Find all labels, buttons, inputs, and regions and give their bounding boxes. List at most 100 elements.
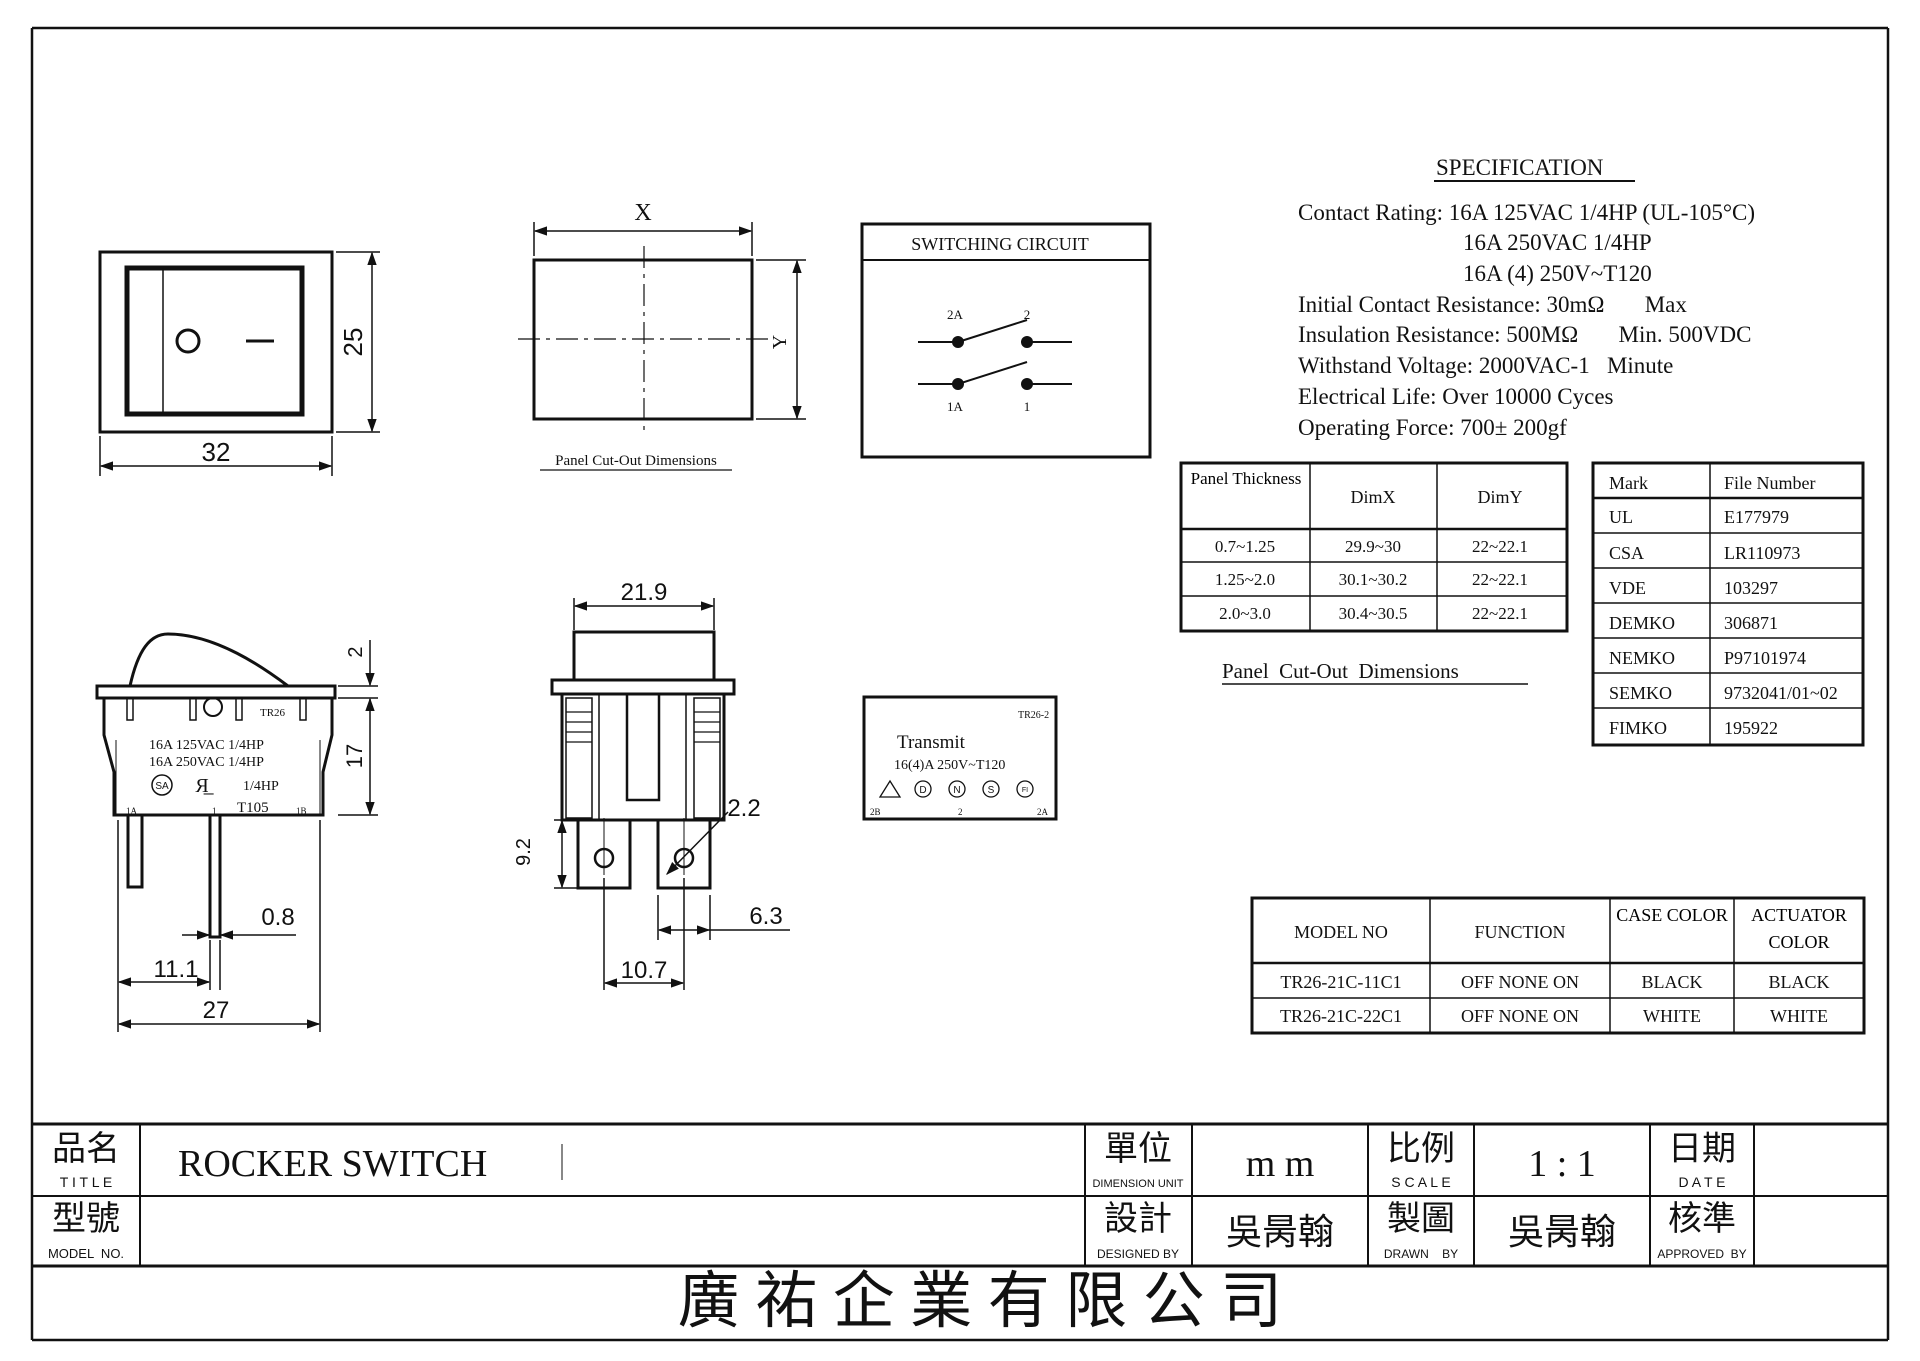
cutout-label-y: Y	[769, 335, 791, 349]
model-table: MODEL NO FUNCTION CASE COLOR ACTUATOR CO…	[1250, 896, 1866, 1035]
specification-block: SPECIFICATION Contact Rating: 16A 125VAC…	[1298, 155, 1755, 440]
model-header-case-color: CASE COLOR	[1616, 905, 1728, 925]
cutout-cell: 29.9~30	[1345, 537, 1401, 556]
cutout-table: Panel Thickness DimX DimY 0.7~1.25 29.9~…	[1179, 461, 1569, 685]
switching-circuit: SWITCHING CIRCUIT 2A 2 1A 1	[860, 222, 1152, 459]
spec-line-3: 16A (4) 250V~T120	[1463, 261, 1652, 286]
side-term-1b: 1B	[296, 806, 307, 816]
spec-line-2: 16A 250VAC 1/4HP	[1463, 230, 1652, 255]
n-mark-icon	[948, 780, 966, 798]
spec-line-1: Contact Rating: 16A 125VAC 1/4HP (UL-105…	[1298, 200, 1755, 225]
label-view: TR26-2 Transmit 16(4)A 250V~T120 D N S F…	[862, 695, 1058, 821]
spec-line-5: Insulation Resistance: 500MΩ Min. 500VDC	[1298, 322, 1751, 347]
date-label-en: D A T E	[1679, 1174, 1726, 1190]
approval-cell: FIMKO	[1609, 718, 1667, 738]
off-symbol-icon	[175, 328, 201, 354]
model-cell: BLACK	[1641, 972, 1702, 992]
terminal-pin-icon	[126, 813, 144, 889]
ul-logo-icon: Я̲	[195, 775, 214, 797]
circuit-terminal-1a: 1A	[947, 399, 964, 414]
warning-triangle-icon	[878, 779, 902, 798]
model-cell: OFF NONE ON	[1461, 1006, 1579, 1026]
company-name: 廣 祐 企 業 有 限 公 司	[678, 1268, 1283, 1336]
model-header-actuator-color: ACTUATOR COLOR	[1751, 905, 1847, 952]
label-mark-s: S	[988, 785, 995, 796]
approval-table: Mark File Number UL E177979 CSA LR110973…	[1591, 461, 1865, 747]
label-term-2: 2	[958, 807, 963, 817]
cutout-cell: 30.4~30.5	[1339, 604, 1408, 623]
cutout-header-dimy: DimY	[1478, 487, 1523, 507]
unit-label-cn: 單位	[1104, 1130, 1172, 1168]
cutout-cell: 22~22.1	[1472, 604, 1528, 623]
model-label-en: MODEL NO.	[48, 1246, 124, 1261]
dim-body-height: 17	[342, 744, 367, 768]
cutout-table-caption: Panel Cut-Out Dimensions	[1222, 659, 1459, 683]
scale-label-en: S C A L E	[1391, 1174, 1450, 1190]
drawn-label-en: DRAWN BY	[1384, 1247, 1458, 1261]
model-cell: WHITE	[1770, 1006, 1828, 1026]
dim-pin-width: 0.8	[261, 904, 294, 931]
dim-front-width: 32	[202, 437, 231, 467]
side-term-1: 1	[212, 806, 217, 816]
approved-label-cn: 核準	[1668, 1200, 1736, 1238]
spec-line-4: Initial Contact Resistance: 30mΩ Max	[1298, 292, 1687, 317]
spec-line-6: Withstand Voltage: 2000VAC-1 Minute	[1298, 353, 1673, 378]
side-t-mark: T105	[237, 800, 269, 816]
unit-label-en: DIMENSION UNIT	[1092, 1178, 1183, 1190]
model-label-cn: 型號	[52, 1200, 120, 1238]
approval-cell: 9732041/01~02	[1724, 683, 1838, 703]
label-model-mark: TR26-2	[1018, 710, 1049, 721]
dim-hole-dia: 2.2	[727, 795, 760, 822]
cutout-cell: 1.25~2.0	[1215, 570, 1275, 589]
dim-front-height: 25	[338, 328, 368, 357]
spec-line-8: Operating Force: 700± 200gf	[1298, 415, 1567, 440]
approval-header-mark: Mark	[1609, 473, 1648, 493]
approval-cell: DEMKO	[1609, 613, 1675, 633]
dim-pin-offset: 11.1	[154, 956, 199, 983]
model-cell: BLACK	[1768, 972, 1829, 992]
side-rating-1: 16A 125VAC 1/4HP	[149, 738, 264, 753]
scale-value: 1 : 1	[1528, 1143, 1596, 1185]
approved-label-en: APPROVED BY	[1657, 1247, 1746, 1261]
cutout-cell: 2.0~3.0	[1219, 604, 1271, 623]
approval-cell: E177979	[1724, 507, 1789, 527]
label-term-2a: 2A	[1037, 807, 1049, 817]
approval-cell: 195922	[1724, 718, 1778, 738]
spec-line-7: Electrical Life: Over 10000 Cyces	[1298, 384, 1614, 409]
title-label-en: T I T L E	[60, 1174, 112, 1190]
approval-cell: UL	[1609, 507, 1633, 527]
dim-top-thickness: 2	[345, 646, 367, 657]
approval-cell: 103297	[1724, 578, 1778, 598]
dim-side-length: 27	[203, 997, 230, 1024]
contact-blade-icon	[957, 319, 1028, 343]
title-value: ROCKER SWITCH	[178, 1143, 487, 1185]
model-cell: TR26-21C-11C1	[1280, 972, 1401, 992]
approval-cell: CSA	[1609, 543, 1644, 563]
approval-cell: P97101974	[1724, 648, 1806, 668]
title-block: 品名 T I T L E ROCKER SWITCH 型號 MODEL NO. …	[32, 1122, 1888, 1336]
model-header-no: MODEL NO	[1294, 922, 1388, 942]
approval-cell: 306871	[1724, 613, 1778, 633]
model-cell: TR26-21C-22C1	[1280, 1006, 1402, 1026]
d-mark-icon	[914, 780, 932, 798]
label-rating: 16(4)A 250V~T120	[894, 758, 1005, 773]
cutout-header-thickness: Panel Thickness	[1190, 469, 1302, 488]
model-header-function: FUNCTION	[1474, 922, 1565, 942]
label-title: Transmit	[897, 732, 966, 753]
cutout-label-x: X	[634, 200, 651, 226]
drawn-label-cn: 製圖	[1387, 1200, 1455, 1238]
drawn-value: 吳昺翰	[1508, 1212, 1616, 1252]
scale-label-cn: 比例	[1387, 1131, 1455, 1168]
side-view: TR26 16A 125VAC 1/4HP 16A 250VAC 1/4HP S…	[95, 632, 378, 1032]
circuit-title: SWITCHING CIRCUIT	[911, 234, 1089, 254]
side-term-1a: 1A	[126, 806, 138, 816]
cutout-view: X Y Panel Cut-Out Dimensions	[518, 200, 806, 471]
sheet-border	[30, 26, 1890, 1342]
label-mark-n: N	[953, 785, 960, 796]
cutout-header-dimx: DimX	[1351, 487, 1396, 507]
cutout-caption: Panel Cut-Out Dimensions	[555, 453, 717, 469]
designed-value: 吳昺翰	[1226, 1212, 1334, 1252]
side-rating-2: 16A 250VAC 1/4HP	[149, 755, 264, 770]
side-hp: 1/4HP	[243, 779, 279, 794]
